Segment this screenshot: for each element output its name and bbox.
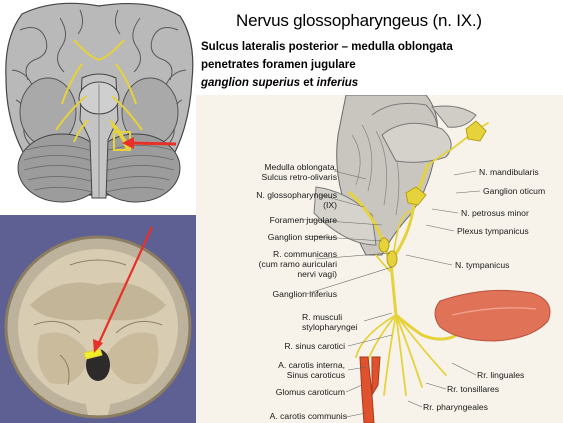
ganglion-inferius-text: inferius	[317, 77, 359, 89]
label-n-mandibularis: N. mandibularis	[479, 167, 539, 177]
label-a-carotis-interna: A. carotis interna,Sinus caroticus	[278, 360, 345, 380]
label-r-sinus-carotici: R. sinus carotici	[284, 341, 345, 351]
skull-base-photo	[0, 215, 196, 423]
label-rr-pharyngeales: Rr. pharyngeales	[423, 402, 488, 412]
label-rr-tonsillares: Rr. tonsillares	[447, 384, 499, 394]
brain-base-illustration	[0, 0, 198, 215]
label-n-tympanicus: N. tympanicus	[455, 260, 509, 270]
glossopharyngeal-nerve-diagram: Medulla oblongata,Sulcus retro-olivaris …	[196, 95, 563, 423]
description-line-1: Sulcus lateralis posterior – medulla obl…	[201, 41, 453, 53]
label-glomus-caroticum: Glomus caroticum	[276, 387, 345, 397]
label-a-carotis-communis: A. carotis communis	[270, 411, 347, 421]
label-n-petrosus-minor: N. petrosus minor	[461, 208, 529, 218]
label-plexus-tympanicus: Plexus tympanicus	[457, 226, 529, 236]
label-ganglion-oticum: Ganglion oticum	[483, 186, 545, 196]
slide-title: Nervus glossopharyngeus (n. IX.)	[236, 11, 482, 31]
ganglion-superius-text: ganglion superius	[201, 77, 300, 89]
description-line-3: ganglion superius et inferius	[201, 77, 358, 89]
label-ganglion-inferius: Ganglion inferius	[273, 289, 338, 299]
label-foramen-jugulare: Foramen jugulare	[270, 215, 337, 225]
conjunction-text: et	[300, 77, 317, 89]
description-line-2: penetrates foramen jugulare	[201, 59, 356, 71]
label-medulla-oblongata: Medulla oblongata,Sulcus retro-olivaris	[262, 162, 337, 182]
label-rr-linguales: Rr. linguales	[477, 370, 524, 380]
label-ganglion-superius: Ganglion superius	[268, 232, 337, 242]
label-n-glossopharyngeus: N. glossopharyngeus(IX)	[256, 190, 337, 210]
